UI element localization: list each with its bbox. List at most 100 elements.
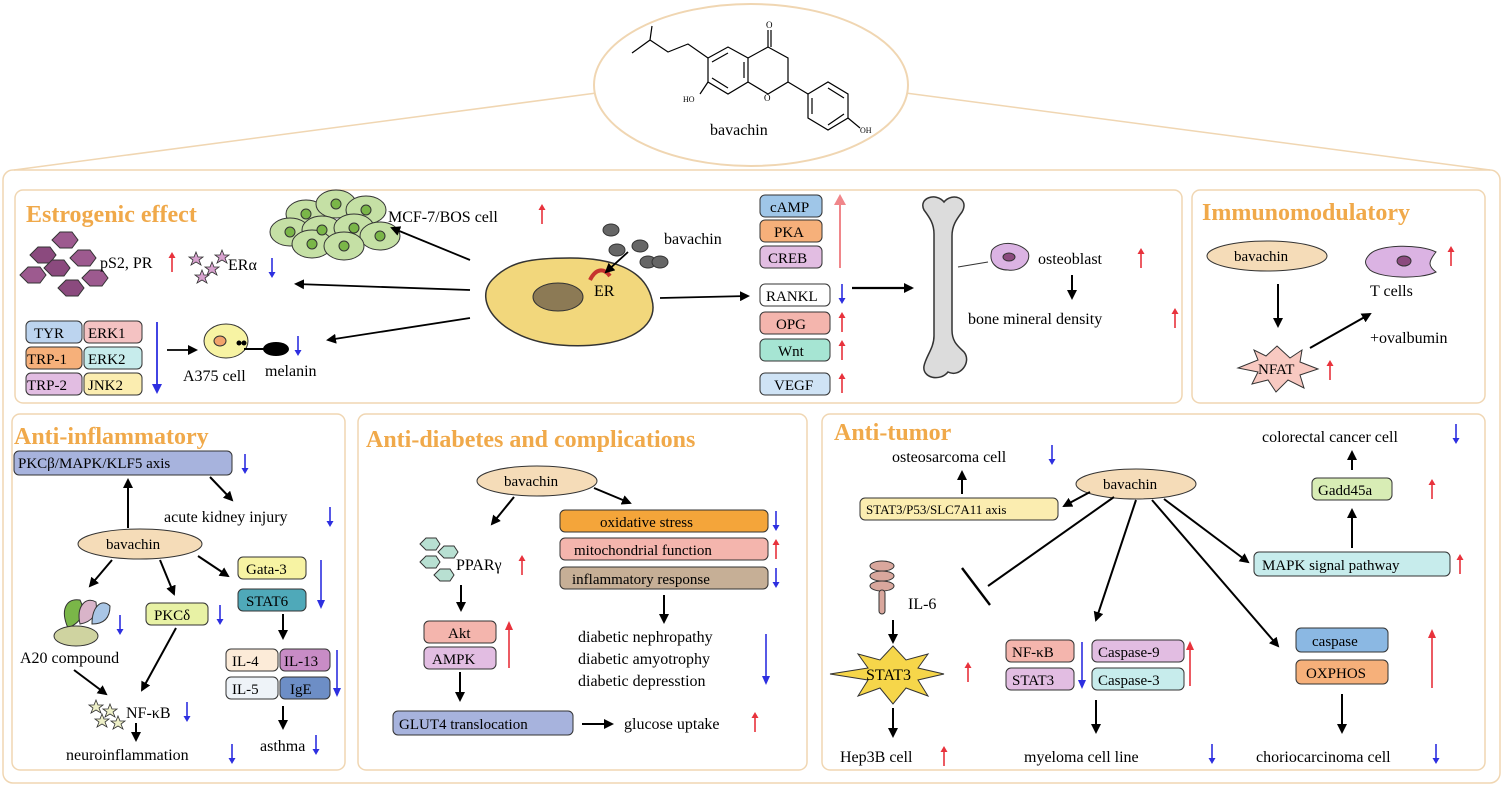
down-arrow-icon [1451, 423, 1461, 445]
bavachin-label: bavachin [106, 537, 161, 553]
bavachin-label: bavachin [1234, 249, 1289, 265]
mcf7-label: MCF-7/BOS cell [388, 209, 498, 226]
marker-rankl: RANKL [766, 289, 818, 305]
er-label: ER [594, 283, 615, 300]
outer-container [2, 169, 1501, 784]
down-arrow-icon [152, 322, 162, 394]
bavachin-label: bavachin [1103, 477, 1158, 493]
up-arrow-icon [517, 554, 527, 576]
down-arrow-icon [333, 650, 341, 697]
connector-line [897, 91, 1491, 171]
osteosarcoma-label: osteosarcoma cell [892, 449, 1007, 466]
down-arrow-icon [267, 257, 277, 279]
aki-label: acute kidney injury [164, 509, 288, 526]
casp3-label: Caspase-3 [1098, 673, 1160, 689]
bone-marker-stack: RANKL OPG Wnt VEGF [759, 283, 831, 396]
gata3-label: Gata-3 [246, 562, 287, 578]
panel-frame [357, 413, 808, 771]
panel-frame [11, 413, 346, 771]
a375-cell [203, 323, 289, 359]
il6-receptor-icon [869, 560, 895, 615]
il6-label: IL-6 [908, 596, 936, 613]
marker-jnk2: JNK2 [88, 378, 123, 394]
neuro-label: neuroinflammation [66, 747, 189, 764]
glucose-label: glucose uptake [624, 716, 720, 733]
panel-title: Anti-inflammatory [14, 424, 209, 450]
bmd-label: bone mineral density [968, 311, 1102, 328]
panel-immunomodulatory: Immunomodulatory bavachin T cells +ovalb… [1191, 189, 1486, 404]
ppar-label: PPARγ [456, 557, 502, 574]
panel-frame [1191, 189, 1486, 404]
marker-trp2: TRP-2 [27, 378, 67, 394]
up-arrow-icon [939, 745, 949, 767]
ketone-o-label: O [766, 20, 773, 30]
compound-ellipse [593, 3, 909, 167]
signal-creb: CREB [768, 251, 807, 267]
up-arrow-icon [834, 194, 846, 268]
stat3-axis-label: STAT3/P53/SLC7A11 axis [866, 502, 1006, 517]
ppar-hexagon-icon [419, 537, 459, 582]
osteoblast-label: osteoblast [1038, 251, 1103, 268]
akt-label: Akt [448, 626, 471, 642]
ps2-hexagon-cluster [19, 231, 109, 297]
up-arrow-icon [1325, 359, 1335, 381]
up-arrow-icon [537, 203, 547, 225]
nfkb-label: NF-κB [126, 705, 171, 722]
t-cells-label: T cells [1370, 283, 1413, 300]
down-arrow-icon [240, 453, 250, 475]
up-arrow-icon [837, 339, 847, 361]
bavachin-label: bavachin [664, 231, 722, 248]
nfkb-star-icon [87, 698, 127, 730]
il5-label: IL-5 [232, 682, 259, 698]
hep3b-label: Hep3B cell [840, 749, 913, 766]
panel-anti-inflammatory: Anti-inflammatory PKCβ/MAPK/KLF5 axis ac… [11, 413, 346, 771]
down-arrow-icon [762, 634, 770, 685]
connector-line [13, 91, 605, 171]
down-arrow-icon [1047, 444, 1057, 466]
bone-shape [922, 196, 968, 379]
signaling-stack: cAMP PKA CREB [759, 194, 823, 269]
compound-name: bavachin [710, 122, 768, 139]
panel-anti-diabetes: Anti-diabetes and complications bavachin… [357, 413, 808, 771]
panel-estrogenic: Estrogenic effect MCF-7/BOS cell [14, 189, 1183, 404]
up-arrow-icon [1170, 307, 1180, 329]
oxphos-label: OXPHOS [1306, 666, 1366, 682]
a20-compound-icon [53, 599, 111, 647]
casp9-label: Caspase-9 [1098, 645, 1160, 661]
up-arrow-icon [963, 661, 973, 683]
myeloma-label: myeloma cell line [1024, 749, 1139, 766]
up-arrow-icon [1186, 641, 1194, 686]
down-arrow-icon [1078, 642, 1086, 689]
stat3-label: STAT3 [866, 667, 911, 684]
marker-erk2: ERK2 [88, 352, 126, 368]
up-arrow-icon [837, 311, 847, 333]
chorio-label: choriocarcinoma cell [1256, 749, 1391, 766]
gadd45a-label: Gadd45a [1318, 483, 1372, 499]
up-arrow-icon [837, 372, 847, 394]
marker-vegf: VEGF [774, 378, 813, 394]
marker-trp1: TRP-1 [27, 352, 67, 368]
complication-1: diabetic nephropathy [578, 629, 713, 646]
oh-right-label: OH [860, 126, 872, 135]
down-arrow-icon [317, 560, 325, 609]
ige-label: IgE [290, 682, 312, 698]
up-arrow-icon [1455, 553, 1465, 575]
marker-tyr: TYR [34, 326, 64, 342]
panel-title: Anti-diabetes and complications [366, 427, 695, 453]
up-arrow-icon [505, 621, 513, 668]
stat3-star [829, 645, 945, 705]
panel-frame [14, 189, 1183, 404]
down-arrow-icon [771, 510, 781, 532]
colorectal-label: colorectal cancer cell [1262, 429, 1398, 446]
inflam-resp-label: inflammatory response [572, 572, 710, 588]
down-arrow-icon [182, 701, 192, 723]
up-arrow-icon [771, 538, 781, 560]
melanin-label: melanin [265, 363, 317, 380]
asthma-label: asthma [260, 738, 305, 755]
mito-label: mitochondrial function [574, 543, 712, 559]
down-arrow-icon [837, 283, 847, 305]
ampk-label: AMPK [432, 652, 476, 668]
mcf7-cell-cluster [269, 189, 401, 261]
signal-camp: cAMP [770, 200, 809, 216]
bavachin-label: bavachin [504, 474, 559, 490]
